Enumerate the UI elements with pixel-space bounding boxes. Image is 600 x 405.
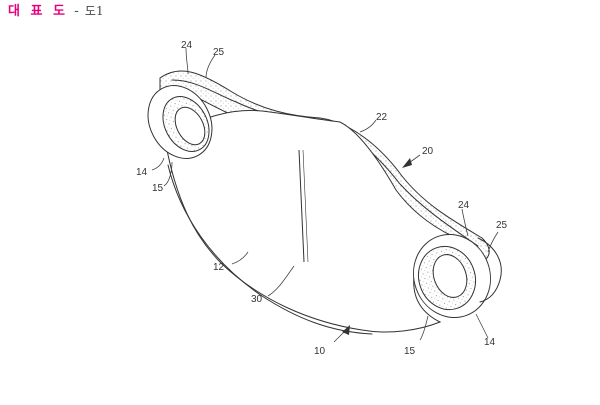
ref-label-25-top: 25: [213, 47, 225, 58]
ref-label-14-right: 14: [484, 337, 496, 348]
leader-22: [360, 120, 376, 132]
ref-label-22: 22: [376, 112, 388, 123]
ref-label-12: 12: [213, 262, 225, 273]
ref-label-30: 30: [251, 294, 263, 305]
leader-14a: [152, 158, 164, 170]
leader-24a: [186, 48, 188, 74]
ref-label-24-top: 24: [181, 40, 193, 51]
arrow-20: [402, 158, 412, 168]
ref-label-10: 10: [314, 346, 326, 357]
leader-14b: [476, 314, 488, 338]
leader-25a: [206, 55, 215, 78]
ref-label-25-right: 25: [496, 220, 508, 231]
ref-label-15-right: 15: [404, 346, 416, 357]
ref-label-20: 20: [422, 146, 434, 157]
ref-label-15-left: 15: [152, 183, 164, 194]
ref-label-24-right: 24: [458, 200, 470, 211]
ref-label-14-left: 14: [136, 167, 148, 178]
